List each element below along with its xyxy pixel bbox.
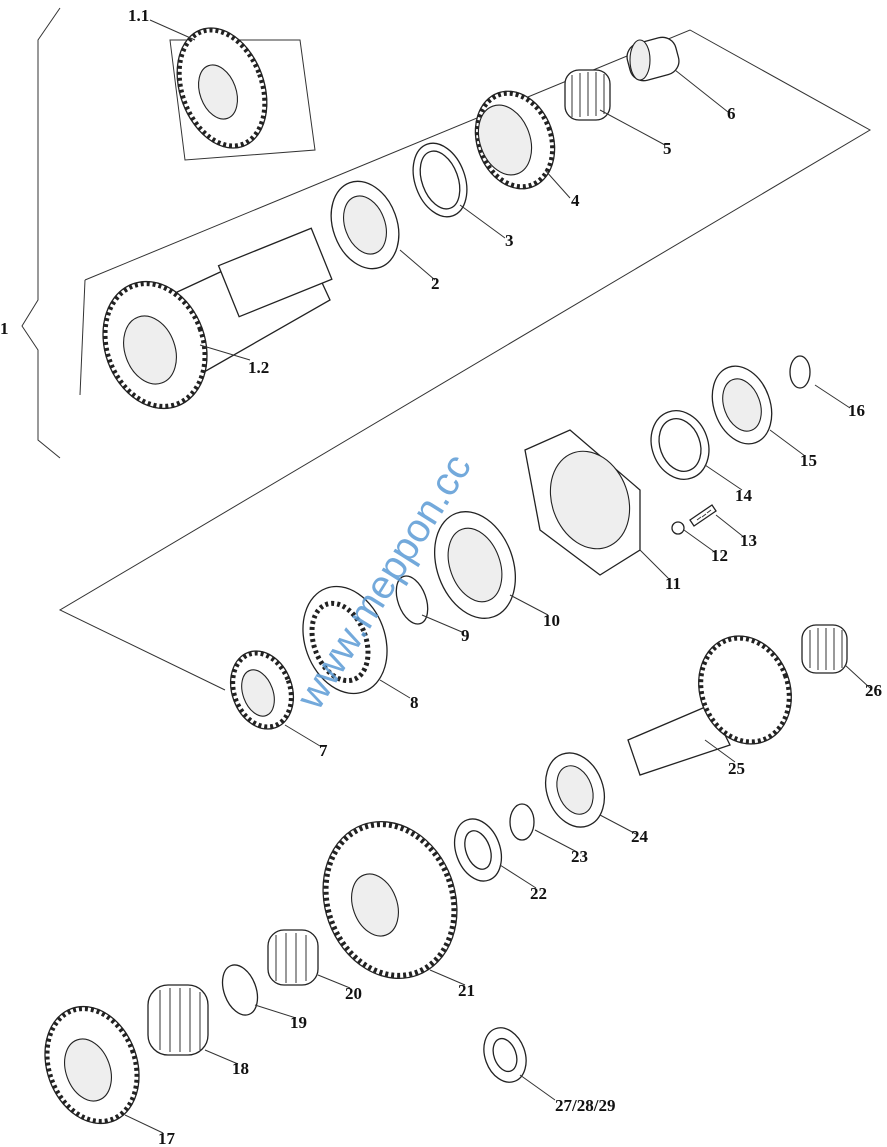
label-5: 5 — [663, 139, 672, 158]
assembly-bracket — [21, 7, 61, 459]
part-6-sleeve — [626, 36, 680, 82]
part-21-gear — [322, 820, 458, 980]
label-27-28-29: 27/28/29 — [555, 1096, 615, 1115]
part-22-washer — [453, 818, 503, 882]
part-16-circlip — [789, 355, 811, 389]
part-11-housing — [524, 429, 641, 576]
part-19-washer — [221, 964, 259, 1016]
label-17: 17 — [158, 1129, 176, 1147]
part-10-bearing — [433, 511, 517, 619]
label-24: 24 — [631, 827, 649, 846]
label-19: 19 — [290, 1013, 307, 1032]
label-20: 20 — [345, 984, 362, 1003]
label-9: 9 — [461, 626, 470, 645]
label-11: 11 — [665, 574, 681, 593]
part-12-washer — [671, 521, 685, 535]
part-5-needle-bearing — [564, 69, 611, 121]
part-8-sleeve — [302, 585, 388, 695]
label-25: 25 — [728, 759, 745, 778]
label-21: 21 — [458, 981, 475, 1000]
label-15: 15 — [800, 451, 817, 470]
label-3: 3 — [505, 231, 514, 250]
label-7: 7 — [319, 741, 328, 760]
label-23: 23 — [571, 847, 588, 866]
label-22: 22 — [530, 884, 547, 903]
label-1: 1 — [0, 319, 9, 338]
part-18-needle-bearing — [147, 984, 209, 1056]
subassembly-frame-1-1 — [169, 39, 316, 161]
label-26: 26 — [865, 681, 882, 700]
part-1-1-gear — [176, 27, 268, 149]
part-4-gear — [474, 90, 556, 190]
part-24-bearing — [545, 752, 605, 828]
leader-lines — [124, 19, 871, 1134]
label-12: 12 — [711, 546, 728, 565]
label-10: 10 — [543, 611, 560, 630]
label-8: 8 — [410, 693, 419, 712]
part-15-bearing — [711, 365, 773, 445]
label-16: 16 — [848, 401, 865, 420]
part-23-circlip — [509, 803, 535, 841]
frame-edge — [79, 279, 86, 396]
part-26-needle-bearing — [801, 624, 848, 674]
label-1-1: 1.1 — [128, 6, 149, 25]
part-14-ring — [650, 410, 710, 480]
label-4: 4 — [571, 191, 580, 210]
part-1-2-shaft — [102, 227, 333, 410]
label-2: 2 — [431, 274, 440, 293]
part-13-bolt — [689, 504, 717, 527]
label-6: 6 — [727, 104, 736, 123]
part-7-gear — [230, 650, 294, 730]
part-27-28-29-shim — [483, 1027, 527, 1083]
label-14: 14 — [735, 486, 753, 505]
part-2-bearing — [330, 180, 400, 270]
label-13: 13 — [740, 531, 757, 550]
part-25-shaft — [627, 635, 792, 776]
part-20-needle-bearing — [267, 929, 319, 986]
part-9-circlip — [395, 575, 429, 625]
part-3-washer — [412, 142, 468, 218]
label-1-2: 1.2 — [248, 358, 269, 377]
part-17-gear — [44, 1005, 140, 1125]
label-18: 18 — [232, 1059, 249, 1078]
